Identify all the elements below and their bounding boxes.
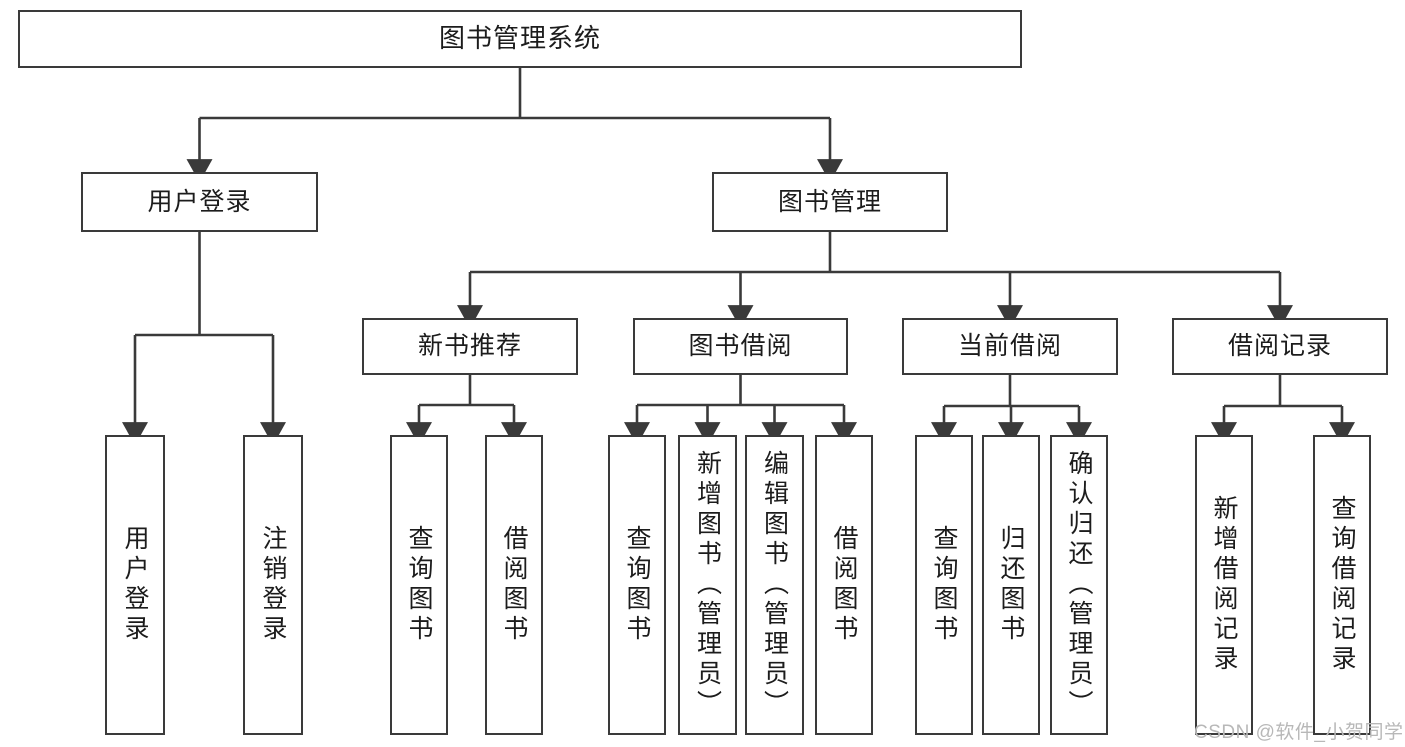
- leaf-add-record[interactable]: 新增借阅记录: [1195, 435, 1253, 735]
- leaf-edit-book[interactable]: 编辑图书（管理员）: [745, 435, 804, 735]
- leaf-query-record-label: 查询借阅记录: [1328, 495, 1356, 675]
- watermark: CSDN @软件_小贺同学: [1194, 722, 1404, 743]
- leaf-borrow-book-1-label: 借阅图书: [500, 525, 528, 645]
- leaf-borrow-book-2[interactable]: 借阅图书: [815, 435, 873, 735]
- node-new-book-recommendation-label: 新书推荐: [417, 332, 522, 361]
- leaf-query-book-1[interactable]: 查询图书: [390, 435, 448, 735]
- leaf-query-book-2[interactable]: 查询图书: [608, 435, 666, 735]
- leaf-logout[interactable]: 注销登录: [243, 435, 303, 735]
- node-book-management[interactable]: 图书管理: [712, 172, 948, 232]
- leaf-add-book-label: 新增图书（管理员）: [693, 450, 722, 720]
- node-borrowing-record-label: 借阅记录: [1227, 332, 1332, 361]
- leaf-query-record[interactable]: 查询借阅记录: [1313, 435, 1371, 735]
- leaf-borrow-book-1[interactable]: 借阅图书: [485, 435, 543, 735]
- leaf-borrow-book-2-label: 借阅图书: [830, 525, 858, 645]
- leaf-add-record-label: 新增借阅记录: [1210, 495, 1238, 675]
- leaf-logout-label: 注销登录: [259, 525, 287, 645]
- leaf-user-login-label: 用户登录: [121, 525, 149, 645]
- node-current-borrowing-label: 当前借阅: [957, 332, 1062, 361]
- node-root-label: 图书管理系统: [438, 23, 601, 54]
- leaf-query-book-2-label: 查询图书: [623, 525, 651, 645]
- node-book-borrowing-label: 图书借阅: [688, 332, 793, 361]
- node-current-borrowing[interactable]: 当前借阅: [902, 318, 1118, 375]
- leaf-add-book[interactable]: 新增图书（管理员）: [678, 435, 737, 735]
- leaf-query-book-3-label: 查询图书: [930, 525, 958, 645]
- leaf-confirm-return-label: 确认归还（管理员）: [1065, 450, 1093, 720]
- node-new-book-recommendation[interactable]: 新书推荐: [362, 318, 578, 375]
- leaf-return-book[interactable]: 归还图书: [982, 435, 1040, 735]
- leaf-edit-book-label: 编辑图书（管理员）: [760, 450, 789, 720]
- node-borrowing-record[interactable]: 借阅记录: [1172, 318, 1388, 375]
- node-user-login-label: 用户登录: [147, 187, 252, 216]
- node-book-management-label: 图书管理: [777, 187, 882, 216]
- leaf-user-login[interactable]: 用户登录: [105, 435, 165, 735]
- leaf-query-book-3[interactable]: 查询图书: [915, 435, 973, 735]
- leaf-return-book-label: 归还图书: [997, 525, 1025, 645]
- node-user-login[interactable]: 用户登录: [81, 172, 318, 232]
- node-root[interactable]: 图书管理系统: [18, 10, 1022, 68]
- node-book-borrowing[interactable]: 图书借阅: [633, 318, 848, 375]
- leaf-query-book-1-label: 查询图书: [405, 525, 433, 645]
- leaf-confirm-return[interactable]: 确认归还（管理员）: [1050, 435, 1108, 735]
